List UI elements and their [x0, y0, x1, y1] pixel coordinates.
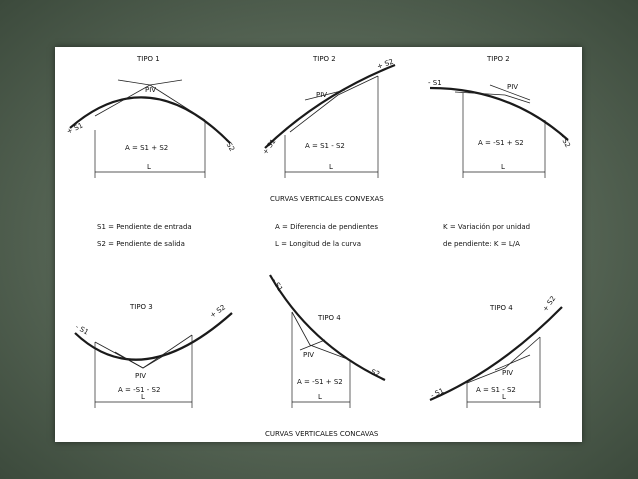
piv-label: PIV [502, 369, 513, 377]
length-dimension [291, 312, 351, 408]
left-slope-label: - S1 [270, 277, 284, 293]
formula: A = -S1 + S2 [297, 378, 343, 386]
left-slope-label: + S1 [65, 121, 84, 135]
title: TIPO 3 [129, 303, 153, 311]
tangent-extension [304, 89, 346, 101]
length-dimension [94, 335, 193, 408]
piv-label: PIV [507, 83, 518, 91]
tangent-lines [291, 311, 351, 361]
tangent-extension [494, 354, 531, 371]
title: TIPO 4 [489, 304, 513, 312]
legend-k1: K = Variación por unidad [443, 223, 530, 231]
tangent-lines [454, 91, 531, 104]
convex-caption: CURVAS VERTICALES CONVEXAS [270, 195, 384, 203]
right-slope-label: - S2 [558, 133, 571, 149]
length-label: L [502, 393, 506, 401]
left-slope-label: - S1 [428, 79, 442, 87]
panel-convex-type2-rising: TIPO 2 PIV + S1 + S2 A = S1 - S2 L [261, 55, 396, 178]
tangent-inner [114, 351, 171, 369]
right-slope-label: + S2 [209, 303, 228, 319]
length-label: L [501, 163, 505, 171]
formula: A = -S1 + S2 [478, 139, 524, 147]
tangent-extension [489, 84, 531, 101]
tangent-lines [466, 336, 541, 384]
piv-label: PIV [135, 372, 146, 380]
formula: A = -S1 - S2 [118, 386, 160, 394]
length-dimension [466, 337, 541, 408]
curve [429, 306, 563, 402]
title: TIPO 1 [136, 55, 160, 63]
concave-caption: CURVAS VERTICALES CONCAVAS [265, 430, 379, 438]
legend-s2: S2 = Pendiente de salida [97, 240, 185, 248]
length-dimension [284, 76, 379, 178]
length-label: L [329, 163, 333, 171]
curve [429, 86, 569, 141]
formula: A = S1 - S2 [305, 142, 345, 150]
length-label: L [147, 163, 151, 171]
legend-l: L = Longitud de la curva [275, 240, 361, 248]
length-dimension [462, 93, 546, 178]
diagram-sheet [55, 47, 582, 442]
length-label: L [318, 393, 322, 401]
legend-s1: S1 = Pendiente de entrada [97, 223, 192, 231]
formula: A = S1 - S2 [476, 386, 516, 394]
formula: A = S1 + S2 [125, 144, 168, 152]
piv-label: PIV [316, 91, 327, 99]
panel-concave-type4-falling: TIPO 4 PIV - S1 - S2 A = -S1 + S2 L [269, 274, 386, 408]
tangent-lines [289, 75, 379, 133]
tangent-lines [94, 334, 193, 369]
right-slope-label: - S2 [222, 137, 236, 153]
curve [269, 274, 386, 381]
title: TIPO 4 [317, 314, 341, 322]
panel-convex-type2-falling: TIPO 2 PIV - S1 - S2 A = -S1 + S2 L [428, 55, 572, 178]
right-slope-label: - S2 [365, 366, 381, 378]
panel-concave-type4-rising: TIPO 4 PIV - S1 + S2 A = S1 - S2 L [429, 295, 563, 408]
curve [74, 312, 233, 361]
tangent-extensions [117, 79, 183, 86]
legend-a: A = Diferencia de pendientes [275, 223, 378, 231]
curve [264, 63, 396, 149]
piv-label: PIV [145, 86, 156, 94]
panel-convex-type1: TIPO 1 PIV + S1 - S2 A = S1 + S2 L [65, 55, 236, 178]
length-label: L [141, 393, 145, 401]
length-dimension [94, 120, 206, 178]
title: TIPO 2 [312, 55, 336, 63]
tangent-extension [299, 339, 326, 351]
panel-concave-type3: TIPO 3 PIV - S1 + S2 A = -S1 - S2 L [74, 303, 233, 408]
legend-k2: de pendiente: K = L/A [443, 240, 520, 248]
title: TIPO 2 [486, 55, 510, 63]
legend: S1 = Pendiente de entrada S2 = Pendiente… [97, 223, 530, 248]
curve [69, 96, 231, 144]
left-slope-label: + S1 [261, 138, 277, 157]
right-slope-label: + S2 [541, 295, 557, 314]
piv-label: PIV [303, 351, 314, 359]
